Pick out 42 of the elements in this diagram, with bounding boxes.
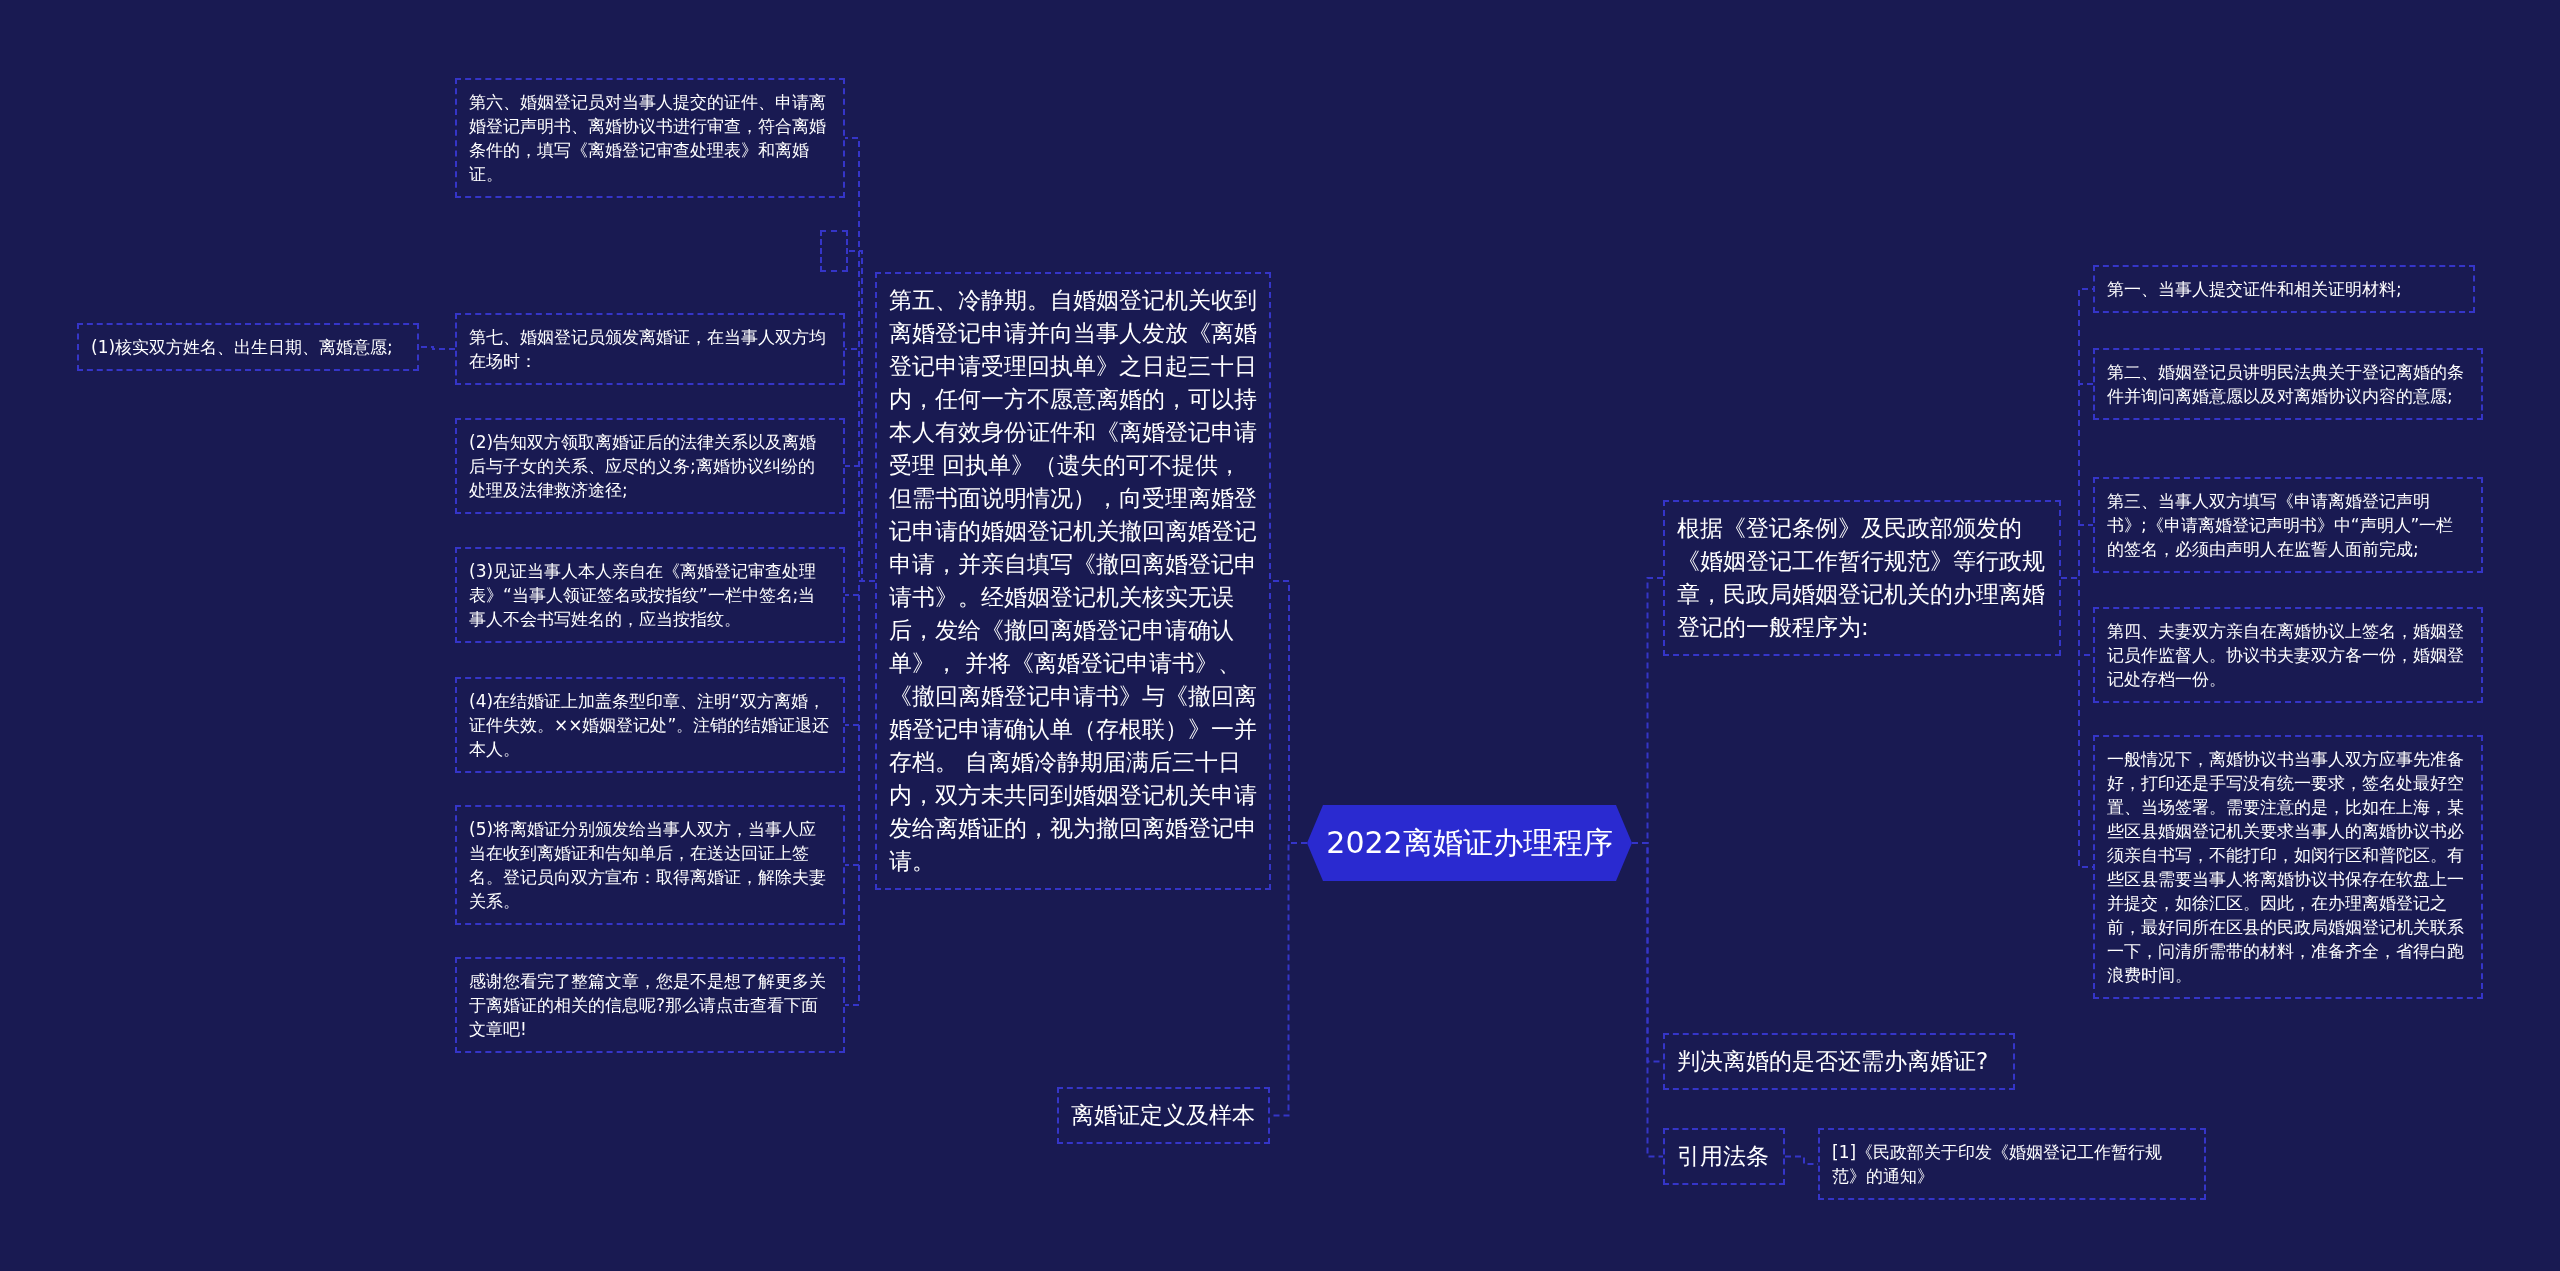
topic-text: 引用法条 (1677, 1142, 1770, 1171)
topic-box (2093, 477, 2483, 573)
topic-text: 根据《登记条例》及民政部颁发的《婚姻登记工作暂行规范》等行政规章，民政局婚姻登记机关的办理离婚登记的一般程序为: (1677, 514, 2046, 642)
topic-box (1663, 1033, 2015, 1090)
topic-text: (4)在结婚证上加盖条型印章、注明“双方离婚，证件失效。××婚姻登记处”。注销的结婚证退还本人。 (469, 690, 831, 761)
topic-text: 感谢您看完了整篇文章，您是不是想了解更多关于离婚证的相关的信息呢?那么请点击查看下面文章吧! (469, 970, 827, 1041)
topic-text: 第三、当事人双方填写《申请离婚登记声明书》;《申请离婚登记声明书》中“声明人”一栏的签名，必须由声明人在监誓人面前完成; (2107, 490, 2455, 561)
topic-box (1663, 1128, 1785, 1185)
topic-text: (5)将离婚证分别颁发给当事人双方，当事人应当在收到离婚证和告知单后，在送达回证上签名。登记员向双方宣布：取得离婚证，解除夫妻关系。 (469, 818, 827, 913)
topic-text: 判决离婚的是否还需办离婚证? (1677, 1047, 1990, 1076)
topic-text: 第四、夫妻双方亲自在离婚协议上签名，婚姻登记员作监督人。协议书夫妻双方各一份，婚姻登记处存档一份。 (2107, 620, 2465, 691)
topic-box (455, 677, 845, 773)
topic-text: 一般情况下，离婚协议书当事人双方应事先准备好，打印还是手写没有统一要求，签名处最好空置、当场签署。需要注意的是，比如在上海，某些区县婚姻登记机关要求当事人的离婚协议书必须亲自书写，不能打印，如闵行区和普陀区。有些区县需要当事人将离婚协议书保存在软盘上一并提交，如徐汇区。因此，在办理离婚登记之前，最好同所在区县的民政局婚姻登记机关联系一下，问清所需带的材料，准备齐全，省得白跑浪费时间。 (2107, 748, 2465, 987)
topic-box (2093, 348, 2483, 420)
central-topic (1307, 805, 1632, 881)
topic-box (1818, 1128, 2206, 1200)
topic-box (1663, 500, 2061, 656)
topic-text: 离婚证定义及样本 (1071, 1101, 1256, 1130)
connector-line (1631, 842, 1664, 1158)
connector-line (418, 346, 456, 350)
topic-text: (2)告知双方领取离婚证后的法律关系以及离婚后与子女的关系、应尽的义务;离婚协议纠纷的处理及法律救济途径; (469, 431, 818, 502)
topic-box (455, 957, 845, 1053)
topic-box (2093, 607, 2483, 703)
topic-box (1057, 1087, 1270, 1144)
empty-box (820, 230, 848, 272)
topic-box (77, 323, 419, 371)
topic-box (2093, 265, 2475, 313)
topic-text: 第七、婚姻登记员颁发离婚证，在当事人双方均在场时： (469, 326, 827, 373)
topic-box (455, 805, 845, 925)
topic-text: 第二、婚姻登记员讲明民法典关于登记离婚的条件并询问离婚意愿以及对离婚协议内容的意愿; (2107, 361, 2465, 408)
topic-text: (1)核实双方姓名、出生日期、离婚意愿; (91, 336, 394, 359)
topic-text: 第六、婚姻登记员对当事人提交的证件、申请离婚登记声明书、离婚协议书进行审查，符合离婚条件的，填写《离婚登记审查处理表》和离婚证。 (469, 91, 827, 186)
topic-text: 第五、冷静期。自婚姻登记机关收到离婚登记申请并向当事人发放《离婚登记申请受理回执单》之日起三十日内，任何一方不愿意离婚的，可以持本人有效身份证件和《离婚登记申请受理 回执单》（遗失的可不提供，但需书面说明情况），向受理离婚登记申请的婚姻登记机关撤回离婚登记申请，并亲自填写《撤回离婚登记申请书》。经婚姻登记机关核实无误后，发给《撤回离婚登记申请确认单》， 并将《离婚登记申请书》、《撤回离婚登记申请书》与《撤回离婚登记申请确认单（存根联）》一并存档。 自离婚冷静期届满后三十日内，双方未共同到婚姻登记机关申请发给离婚证的，视为撤回离婚登记申请。 (889, 286, 1257, 876)
topic-text: 2022离婚证办理程序 (1326, 823, 1613, 862)
topic-box (455, 78, 845, 198)
topic-box (2093, 735, 2483, 999)
topic-text: 第一、当事人提交证件和相关证明材料; (2107, 278, 2403, 301)
topic-box (455, 313, 845, 385)
topic-text: (3)见证当事人本人亲自在《离婚登记审查处理表》“当事人领证签名或按指纹”一栏中签名;当事人不会书写姓名的，应当按指纹。 (469, 560, 818, 631)
topic-text: [1]《民政部关于印发《婚姻登记工作暂行规范》的通知》 (1832, 1141, 2164, 1188)
topic-box (455, 547, 845, 643)
topic-box (455, 418, 845, 514)
